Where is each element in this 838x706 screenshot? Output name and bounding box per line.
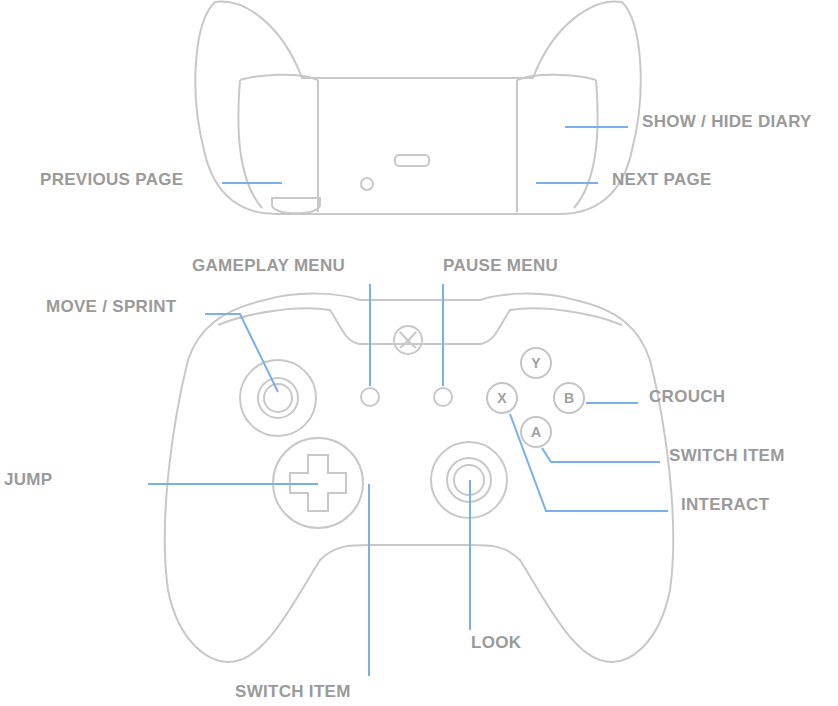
control-label: SWITCH ITEM (669, 446, 785, 466)
leader-line (469, 480, 471, 630)
leader-line (542, 448, 660, 462)
control-label: PAUSE MENU (443, 256, 558, 276)
leader-line (369, 284, 371, 386)
leader-line (368, 484, 370, 676)
control-label: NEXT PAGE (612, 170, 712, 190)
leader-line (205, 314, 278, 392)
control-label: GAMEPLAY MENU (192, 256, 345, 276)
control-label: MOVE / SPRINT (46, 297, 176, 317)
control-label: PREVIOUS PAGE (40, 170, 183, 190)
button-letter: B (564, 390, 574, 406)
control-label: SWITCH ITEM (235, 682, 351, 702)
leader-line (510, 414, 668, 511)
leader-line (565, 126, 628, 128)
control-label: LOOK (471, 633, 521, 653)
controller-rear (195, 2, 640, 214)
leader-line (586, 402, 638, 404)
button-letter: Y (531, 355, 540, 371)
button-letter: A (531, 424, 541, 440)
leader-line (222, 182, 282, 184)
leader-lines (148, 127, 668, 676)
face-button: B (553, 382, 585, 414)
leader-line (536, 182, 598, 184)
control-label: INTERACT (681, 495, 769, 515)
leader-line (442, 284, 444, 386)
face-button: Y (520, 347, 552, 379)
leader-line (148, 483, 318, 485)
control-label: JUMP (4, 470, 52, 490)
face-button: A (520, 416, 552, 448)
face-button: X (486, 382, 518, 414)
controller-front (165, 294, 673, 662)
control-label: CROUCH (649, 387, 725, 407)
button-letter: X (497, 390, 506, 406)
control-label: SHOW / HIDE DIARY (642, 112, 812, 132)
